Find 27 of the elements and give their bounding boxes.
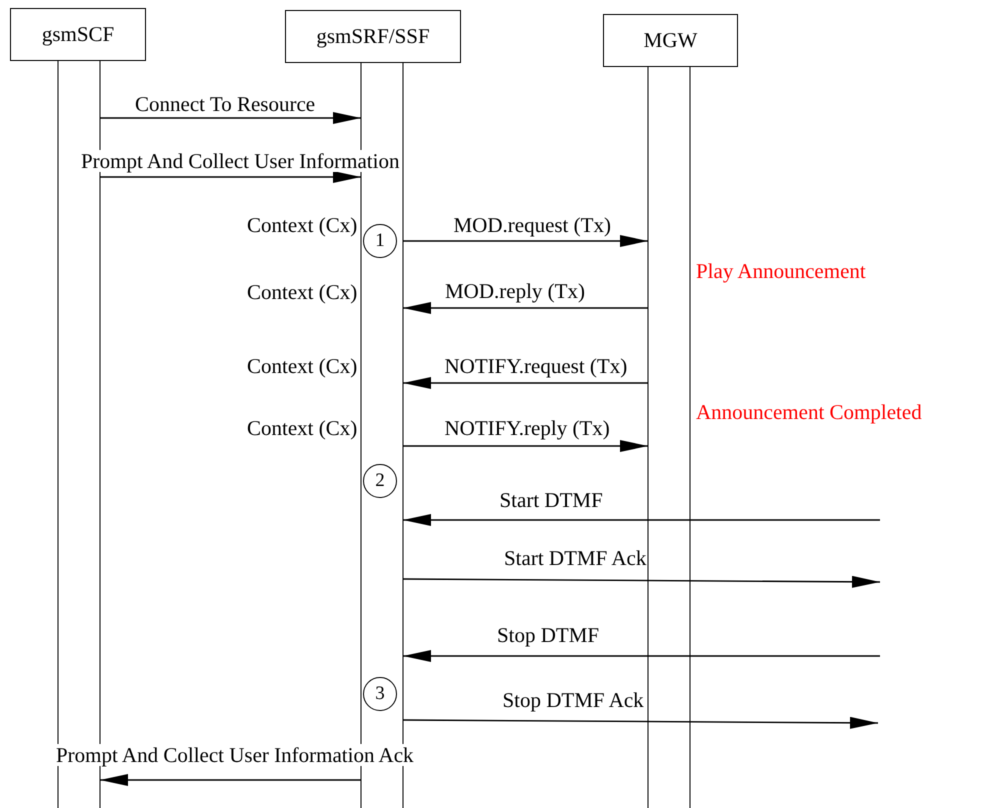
message-label: MOD.reply (Tx) — [444, 280, 586, 302]
message-arrow — [403, 576, 880, 588]
event-note: Play Announcement — [695, 260, 867, 282]
participant-box: gsmSCF — [10, 8, 146, 61]
context-label: Context (Cx) — [246, 355, 358, 377]
message-label: Prompt And Collect User Information Ack — [55, 744, 415, 766]
context-label: Context (Cx) — [246, 281, 358, 303]
message-label: NOTIFY.reply (Tx) — [444, 417, 611, 439]
message-arrow — [403, 440, 648, 452]
message-arrow — [100, 774, 361, 786]
context-label: Context (Cx) — [246, 417, 358, 439]
message-arrow — [403, 514, 880, 526]
participant-box: MGW — [603, 14, 738, 67]
context-label: Context (Cx) — [246, 214, 358, 236]
message-label: Prompt And Collect User Information — [80, 150, 400, 172]
event-note: Announcement Completed — [695, 401, 923, 423]
message-label: MOD.request (Tx) — [452, 214, 612, 236]
message-arrow — [403, 716, 878, 729]
message-arrow — [403, 377, 648, 389]
message-arrow — [403, 650, 880, 662]
participant-box: gsmSRF/SSF — [285, 10, 461, 63]
message-label: NOTIFY.request (Tx) — [444, 355, 628, 377]
message-arrow — [100, 171, 361, 183]
message-arrow — [403, 235, 648, 247]
message-arrow — [403, 302, 648, 314]
message-label: Stop DTMF Ack — [502, 689, 645, 711]
message-arrow — [100, 112, 361, 124]
